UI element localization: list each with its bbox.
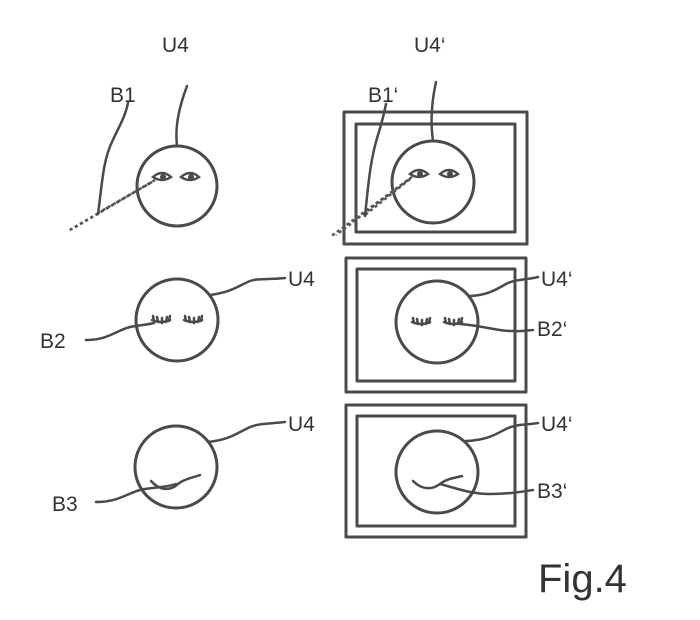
face-closed-eyes-display	[394, 279, 480, 365]
label-u4p-top: U4‘	[414, 34, 446, 57]
leader-line-b2p	[458, 322, 535, 333]
leader-line-u4p-mid	[468, 275, 540, 298]
smile-mouth	[411, 474, 464, 490]
closed-eye-icon	[410, 316, 432, 327]
leader-line-b3	[94, 482, 178, 504]
closed-eye-icon	[150, 314, 172, 325]
leader-line-u4-top	[175, 84, 189, 148]
eye-icon	[407, 168, 431, 179]
gaze-lines-left	[67, 178, 156, 233]
eye-icon	[178, 171, 202, 182]
figure-caption: Fig.4	[538, 557, 627, 601]
leader-line-u4-bot	[206, 420, 287, 444]
face-closed-eyes-left	[134, 277, 220, 363]
leader-line-u4-mid	[208, 276, 287, 297]
eye-icon	[150, 171, 174, 182]
face-open-eyes-left	[135, 144, 219, 228]
display-frame-bottom	[344, 403, 528, 539]
closed-eye-icon	[442, 316, 464, 327]
eye-icon	[437, 168, 461, 179]
leader-line-u4p-top	[430, 80, 438, 143]
label-b3p: B3‘	[537, 480, 567, 503]
label-u4-mid: U4	[288, 268, 315, 291]
face-smile-display	[394, 429, 480, 515]
label-b3: B3	[52, 493, 78, 516]
face-smile-left	[133, 424, 219, 510]
label-b1: B1	[110, 84, 136, 107]
label-u4p-bot: U4‘	[541, 413, 573, 436]
display-frame-middle	[344, 256, 528, 394]
closed-eye-icon	[182, 314, 204, 325]
label-b2p: B2‘	[537, 318, 567, 341]
label-u4-bot: U4	[288, 413, 315, 436]
label-b2: B2	[40, 330, 66, 353]
display-frame-top	[342, 110, 529, 246]
leader-line-b1	[96, 101, 130, 216]
leader-line-u4p-bot	[464, 421, 540, 443]
label-b1p: B1‘	[368, 84, 398, 107]
leader-line-b3p	[438, 482, 535, 496]
leader-line-b2	[84, 321, 156, 342]
leader-line-b1p	[363, 102, 388, 218]
label-u4p-mid: U4‘	[541, 268, 573, 291]
label-u4-top: U4	[162, 34, 189, 57]
gaze-lines-display	[329, 175, 413, 239]
